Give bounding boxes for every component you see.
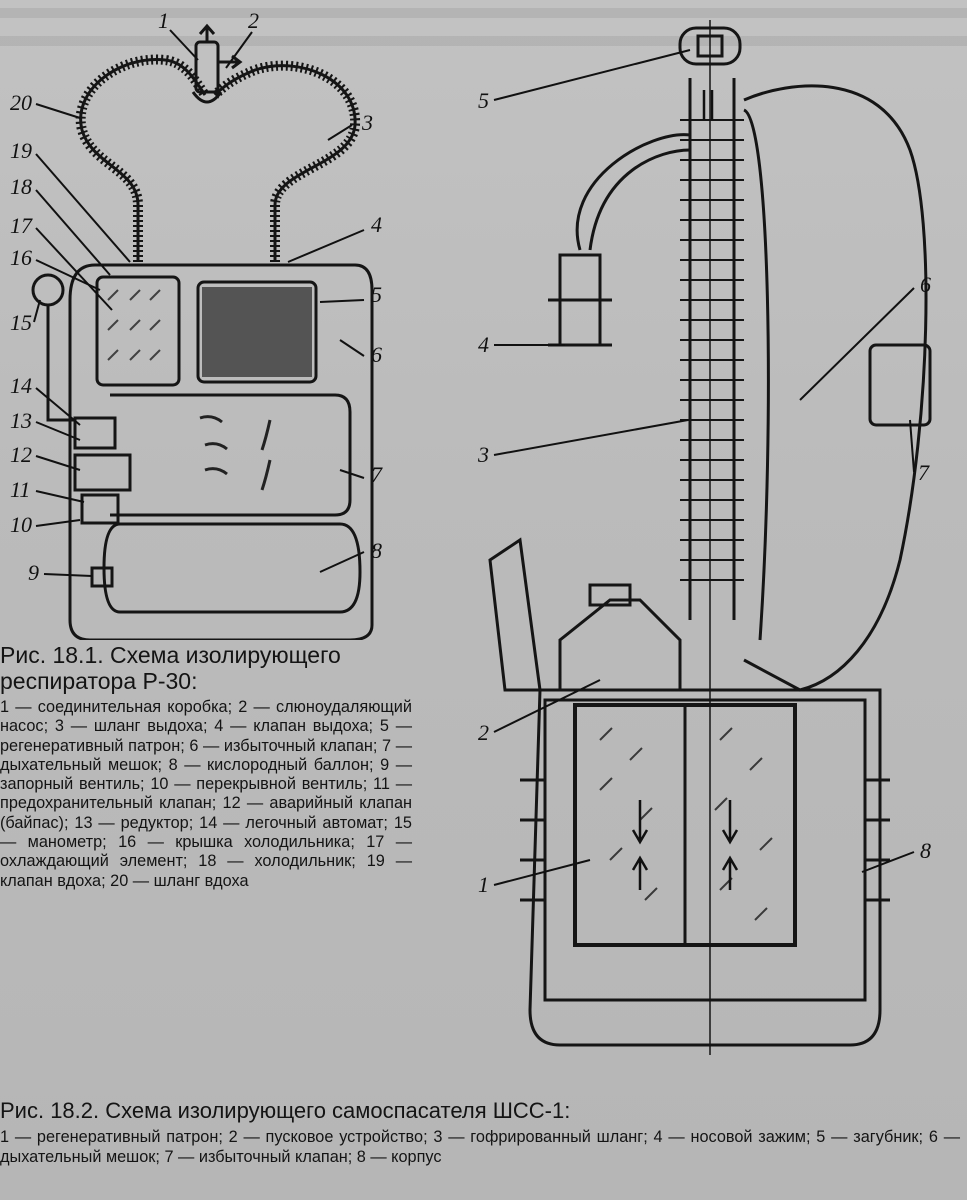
fig1-label-16: 16 xyxy=(10,245,32,270)
fig2-label-2: 2 xyxy=(478,720,489,745)
figure-18-2-caption: Рис. 18.2. Схема изолирующего самоспасат… xyxy=(0,1098,960,1167)
fig1-label-4: 4 xyxy=(371,212,382,237)
figure-18-1-legend: 1 — соединительная коробка; 2 — слюноуда… xyxy=(0,698,412,890)
faint-text-line xyxy=(0,8,967,18)
fig1-label-11: 11 xyxy=(10,477,30,502)
fig1-label-19: 19 xyxy=(10,138,32,163)
figure-18-1-title-line1: Рис. 18.1. Схема изолирующего xyxy=(0,642,341,668)
figure-18-1-title: Рис. 18.1. Схема изолирующего респиратор… xyxy=(0,642,412,694)
figure-18-1-caption: Рис. 18.1. Схема изолирующего респиратор… xyxy=(0,642,412,891)
fig2-label-3: 3 xyxy=(477,442,489,467)
fig1-label-12: 12 xyxy=(10,442,32,467)
fig1-label-15: 15 xyxy=(10,310,32,335)
fig1-label-8: 8 xyxy=(371,538,382,563)
cooler-hatching xyxy=(107,289,161,361)
fig2-label-1: 1 xyxy=(478,872,489,897)
fig1-label-1: 1 xyxy=(158,8,169,33)
fig2-label-8: 8 xyxy=(920,838,931,863)
fig2-label-5: 5 xyxy=(478,88,489,113)
fig1-label-7: 7 xyxy=(371,462,383,487)
fig1-label-18: 18 xyxy=(10,174,32,199)
fig1-label-14: 14 xyxy=(10,373,32,398)
fig1-label-6: 6 xyxy=(371,342,382,367)
fig1-label-3: 3 xyxy=(361,110,373,135)
figure-18-1-title-line2: респиратора Р-30: xyxy=(0,668,198,694)
flow-arrows-2 xyxy=(631,90,739,890)
fig1-label-20: 20 xyxy=(10,90,32,115)
figure-18-1-diagram: 1 2 3 4 5 6 7 8 9 10 11 12 13 1 xyxy=(10,8,383,640)
fig1-label-9: 9 xyxy=(28,560,39,585)
faint-text-line xyxy=(0,36,967,46)
fig1-label-2: 2 xyxy=(248,8,259,33)
fig1-label-10: 10 xyxy=(10,512,32,537)
fig2-label-7: 7 xyxy=(918,460,930,485)
fig2-label-4: 4 xyxy=(478,332,489,357)
fig1-label-13: 13 xyxy=(10,408,32,433)
figure-18-2-title: Рис. 18.2. Схема изолирующего самоспасат… xyxy=(0,1098,571,1123)
fig1-label-17: 17 xyxy=(10,213,33,238)
cartridge-fill xyxy=(202,287,312,377)
cartridge-hatching xyxy=(599,727,773,921)
figure-18-2-diagram: 5 4 3 2 1 6 7 8 xyxy=(477,20,932,1055)
flow-arrows xyxy=(199,415,272,491)
figure-18-2-legend: 1 — регенеративный патрон; 2 — пусковое … xyxy=(0,1128,960,1166)
fig2-label-6: 6 xyxy=(920,272,931,297)
fig1-label-5: 5 xyxy=(371,282,382,307)
